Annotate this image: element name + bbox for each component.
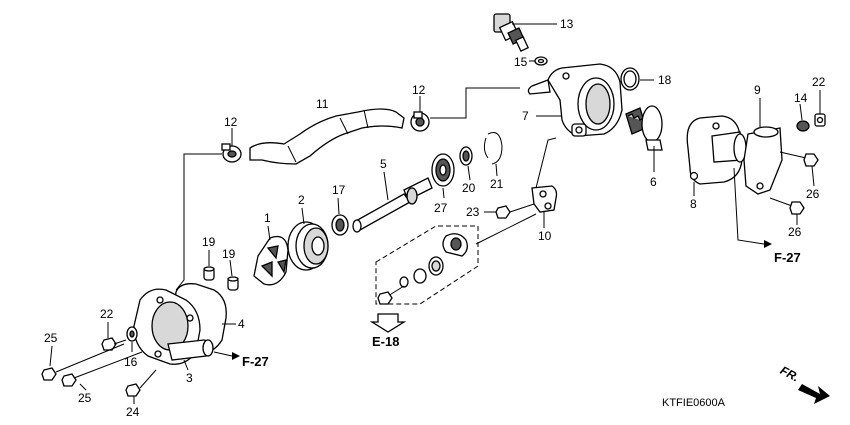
callout-20: 20 [462, 181, 476, 195]
callout-8: 8 [690, 197, 697, 211]
callout-4: 4 [238, 317, 245, 331]
reference-line-left [213, 351, 240, 360]
callout-18: 18 [658, 73, 672, 87]
part-5-pump-shaft [352, 171, 433, 233]
front-direction-arrow [798, 384, 830, 404]
sub-assembly-parts [377, 233, 468, 305]
callout-3: 3 [186, 371, 193, 385]
part-3-pump-cover [133, 288, 214, 371]
part-27-bearing [431, 153, 455, 199]
callout-1: 1 [264, 211, 271, 225]
callout-19-b: 19 [222, 247, 236, 261]
part-20-seal [459, 146, 473, 181]
diagram-code: KTFIE0600A [662, 397, 726, 409]
sub-assembly-box [375, 225, 479, 305]
callout-12-left: 12 [224, 115, 238, 129]
callout-5: 5 [380, 157, 387, 171]
part-13-temperature-sensor [493, 13, 557, 52]
callout-22-left: 22 [100, 307, 114, 321]
part-26-bolt-upper [779, 151, 819, 187]
callout-14: 14 [794, 91, 808, 105]
part-17-seal [331, 197, 349, 236]
callout-11: 11 [316, 97, 329, 111]
part-22-bolt-left [101, 322, 127, 351]
part-9-bracket [743, 98, 783, 195]
front-direction-label: FR. [778, 363, 802, 384]
callout-24: 24 [126, 405, 140, 419]
part-12-hose-clip-right [410, 96, 430, 132]
callout-19-a: 19 [202, 235, 216, 249]
callout-12-right: 12 [412, 83, 426, 97]
callout-labels: 1 2 3 4 5 6 7 8 9 10 11 12 12 13 14 15 1… [44, 17, 826, 419]
callout-15: 15 [514, 55, 528, 69]
callout-27: 27 [434, 201, 448, 215]
callout-7: 7 [522, 109, 529, 123]
callout-25-upper: 25 [44, 331, 58, 345]
callout-23: 23 [466, 205, 480, 219]
part-19-dowel-pin-b [227, 259, 239, 291]
part-8-thermostat-cover [686, 115, 747, 196]
part-26-bolt-lower [769, 197, 805, 225]
part-6-thermostat [625, 105, 663, 172]
part-2-pump-impeller [287, 207, 329, 271]
part-10-joint-bracket [531, 137, 558, 228]
part-19-dowel-pin-a [203, 250, 215, 281]
callout-2: 2 [298, 193, 305, 207]
part-24-bolt [125, 369, 157, 404]
part-22-bolt-right [814, 90, 826, 127]
part-11-water-hose [249, 108, 405, 165]
part-1-impeller [253, 225, 289, 286]
part-16-washer [126, 326, 138, 352]
part-23-bolt [484, 203, 535, 219]
reference-f27-right: F-27 [774, 250, 801, 265]
joint-leader-line [475, 213, 537, 245]
callout-10: 10 [538, 229, 552, 243]
callout-17: 17 [332, 183, 346, 197]
part-15-washer [529, 56, 548, 66]
hose-route-line-right [430, 87, 520, 119]
part-18-o-ring [620, 67, 654, 91]
callout-21: 21 [490, 177, 504, 191]
e18-arrow [369, 313, 407, 333]
part-7-thermostat-housing [527, 63, 623, 137]
part-21-snap-ring [483, 132, 503, 177]
reference-e18: E-18 [372, 334, 399, 349]
part-25-bolt-lower [61, 351, 143, 391]
callout-9: 9 [754, 83, 761, 97]
callout-26-lower: 26 [788, 225, 802, 239]
reference-f27-left: F-27 [242, 354, 269, 369]
callout-16: 16 [124, 355, 138, 369]
callout-26-upper: 26 [806, 187, 820, 201]
callout-25-lower: 25 [78, 391, 92, 405]
hose-route-line-left [175, 153, 222, 291]
part-12-hose-clip-left [221, 128, 242, 163]
part-14-nut [796, 103, 810, 132]
part-25-bolt-upper [41, 343, 125, 381]
reference-line-right [733, 167, 772, 248]
callout-13: 13 [560, 17, 574, 31]
callout-6: 6 [650, 175, 657, 189]
callout-22-right: 22 [812, 75, 826, 89]
